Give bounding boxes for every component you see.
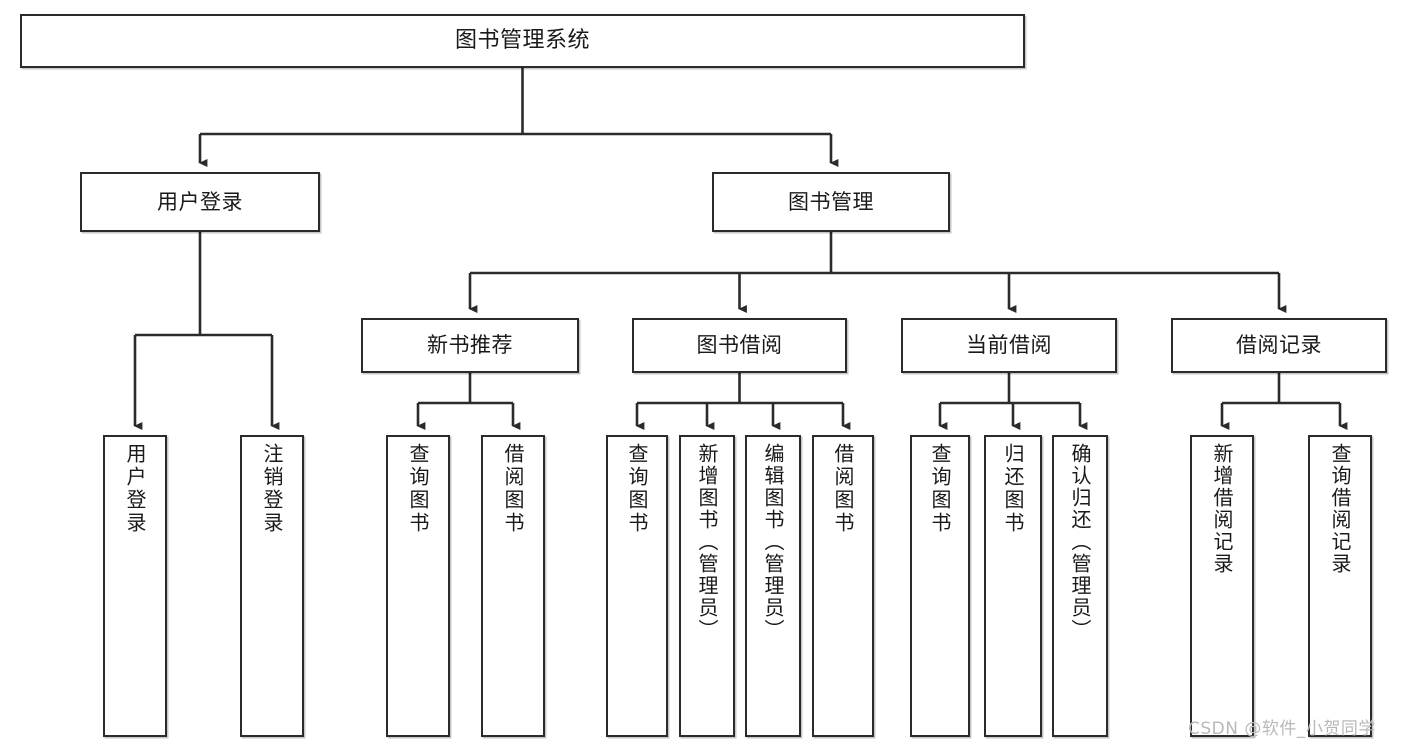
- node-leaf-return-book[interactable]: 归还图书: [984, 435, 1042, 737]
- node-label: 图书管理系统: [454, 28, 590, 54]
- node-label: 查询图书: [625, 443, 649, 535]
- node-label: 新书推荐: [427, 333, 513, 358]
- node-label: 图书借阅: [696, 333, 783, 358]
- csdn-watermark: CSDN @软件_小贺同学: [1188, 719, 1376, 739]
- node-leaf-borrow-book-2[interactable]: 借阅图书: [812, 435, 874, 737]
- node-leaf-query-book-3[interactable]: 查询图书: [910, 435, 970, 737]
- node-label: 确认归还（管理员）: [1068, 443, 1092, 641]
- node-leaf-add-record[interactable]: 新增借阅记录: [1190, 435, 1254, 737]
- node-label: 归还图书: [1001, 443, 1025, 535]
- node-leaf-confirm-ret[interactable]: 确认归还（管理员）: [1052, 435, 1108, 737]
- node-leaf-edit-book[interactable]: 编辑图书（管理员）: [745, 435, 801, 737]
- node-current-borrow[interactable]: 当前借阅: [901, 318, 1117, 373]
- node-leaf-query-record[interactable]: 查询借阅记录: [1308, 435, 1372, 737]
- node-label: 借阅图书: [831, 443, 855, 535]
- node-label: 注销登录: [260, 443, 284, 535]
- node-label: 查询图书: [928, 443, 952, 535]
- node-new-book-rec[interactable]: 新书推荐: [361, 318, 579, 373]
- node-book-borrow[interactable]: 图书借阅: [632, 318, 847, 373]
- node-label: 新增借阅记录: [1210, 443, 1234, 575]
- node-root[interactable]: 图书管理系统: [20, 14, 1025, 68]
- node-label: 用户登录: [123, 443, 147, 535]
- node-leaf-user-login[interactable]: 用户登录: [103, 435, 167, 737]
- node-leaf-user-logout[interactable]: 注销登录: [240, 435, 304, 737]
- node-label: 借阅图书: [501, 443, 525, 535]
- node-leaf-borrow-book-1[interactable]: 借阅图书: [481, 435, 545, 737]
- node-label: 图书管理: [788, 189, 874, 214]
- node-leaf-query-book-1[interactable]: 查询图书: [386, 435, 450, 737]
- node-leaf-query-book-2[interactable]: 查询图书: [606, 435, 668, 737]
- node-book-manage[interactable]: 图书管理: [712, 172, 950, 232]
- node-label: 用户登录: [157, 189, 243, 214]
- node-label: 当前借阅: [966, 333, 1052, 358]
- node-label: 查询图书: [406, 443, 430, 535]
- node-leaf-add-book[interactable]: 新增图书（管理员）: [679, 435, 735, 737]
- node-label: 编辑图书（管理员）: [761, 443, 785, 641]
- node-label: 新增图书（管理员）: [695, 443, 719, 641]
- node-label: 查询借阅记录: [1328, 443, 1352, 575]
- node-user-login[interactable]: 用户登录: [80, 172, 320, 232]
- node-label: 借阅记录: [1236, 333, 1322, 358]
- node-borrow-record[interactable]: 借阅记录: [1171, 318, 1387, 373]
